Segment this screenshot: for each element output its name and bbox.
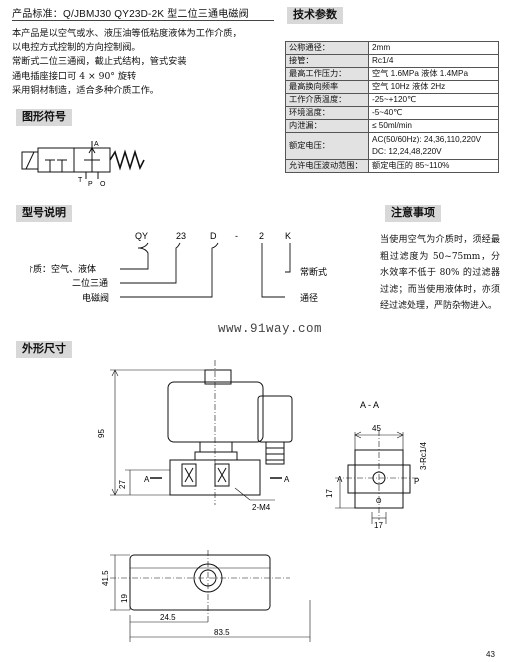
dim-19: 19 [120, 594, 129, 603]
dim-95: 95 [97, 429, 106, 438]
spec-key: 额定电压： [285, 132, 369, 160]
page-number: 43 [486, 650, 495, 659]
intro-line: 常断式二位三通阀，截止式结构，管式安装 [12, 56, 187, 68]
valve-symbol-diagram: A T P O [21, 141, 145, 188]
table-row: 工作介质温度：-25~+120℃ [285, 93, 499, 107]
dimension-drawing: 95 27 A A 2-M4 A - A 45 3-Rc1/4 17 17 A … [97, 360, 428, 642]
code-2: 2 [259, 231, 264, 241]
table-row: 公称通径：2mm [285, 41, 499, 55]
spec-value: AC(50/60Hz): 24,36,110,220V DC: 12,24,48,… [368, 132, 499, 160]
product-standard: 产品标准：Q/JBMJ30 QY23D-2K 型二位三通电磁阀 [12, 9, 249, 20]
notes-heading: 注意事项 [385, 205, 441, 222]
section-a-right: A [284, 475, 290, 484]
dims-heading: 外形尺寸 [16, 341, 72, 358]
table-row: 最高工作压力：空气 1.6MPa 液体 1.4MPa [285, 67, 499, 81]
dim-2-m4: 2-M4 [252, 503, 271, 512]
spec-value-dc: DC: 12,24,48,220V [372, 147, 442, 156]
intro-line: 采用铜材制造，适合多种介质工作。 [12, 84, 159, 96]
code-dash: - [235, 231, 238, 241]
code-k: K [285, 231, 291, 241]
code-qy: QY [135, 231, 148, 241]
dim-45: 45 [372, 424, 381, 433]
port-p: P [414, 477, 419, 486]
spec-value: 2mm [368, 41, 499, 55]
spec-key: 允许电压波动范围： [285, 159, 369, 173]
table-row: 最高换向频率空气 10Hz 液体 2Hz [285, 80, 499, 94]
label-bore: 通径 [300, 292, 318, 304]
intro-line: 本产品是以空气或水、液压油等低粘度液体为工作介质， [12, 28, 242, 39]
spec-value: ≤ 50ml/min [368, 119, 499, 133]
port-p-label: P [88, 181, 93, 188]
intro-line: 通电插座接口可 4 × 90° 旋转 [12, 70, 137, 82]
spec-key: 最高换向频率 [285, 80, 369, 94]
dim-24-5: 24.5 [160, 613, 176, 622]
notes-text: 当使用空气为介质时，须经最粗过滤度为 50~75mm，分水效率不低于 80% 的… [380, 235, 500, 311]
spec-value: 额定电压的 85~110% [368, 159, 499, 173]
model-code-diagram: QY 23 D - 2 K 适用介质：空气、液体 二位三通 电磁阀 常断式 通径 [30, 231, 327, 304]
label-solenoid: 电磁阀 [82, 292, 109, 304]
label-position: 二位三通 [72, 277, 108, 289]
dim-17-horizontal: 17 [374, 521, 383, 530]
port-o-label: O [100, 181, 106, 188]
port-t-label: T [78, 177, 83, 184]
spec-value: Rc1/4 [368, 54, 499, 68]
table-row: 环境温度：-5~40℃ [285, 106, 499, 120]
spec-key: 环境温度： [285, 106, 369, 120]
dim-83-5: 83.5 [214, 628, 230, 637]
model-heading: 型号说明 [16, 205, 72, 222]
dim-3-rc14: 3-Rc1/4 [419, 441, 428, 470]
symbol-heading: 图形符号 [16, 109, 72, 126]
label-normally-closed: 常断式 [300, 266, 327, 278]
table-row: 额定电压：AC(50/60Hz): 24,36,110,220V DC: 12,2… [285, 132, 499, 160]
spec-value: 空气 10Hz 液体 2Hz [368, 80, 499, 94]
port-o: O [376, 498, 382, 505]
spec-key: 工作介质温度： [285, 93, 369, 107]
dim-41-5: 41.5 [101, 570, 110, 586]
port-a: A [337, 475, 343, 484]
code-23: 23 [176, 231, 186, 241]
intro-line: 以电控方式控制的方向控制阀。 [12, 42, 141, 54]
table-row: 允许电压波动范围：额定电压的 85~110% [285, 159, 499, 173]
label-media: 适用介质：空气、液体 [30, 263, 96, 275]
section-a-left: A [144, 475, 150, 484]
spec-value: -5~40℃ [368, 106, 499, 120]
table-row: 接管：Rc1/4 [285, 54, 499, 68]
watermark: www.91way.com [218, 322, 323, 336]
intro-text: 本产品是以空气或水、液压油等低粘度液体为工作介质， 以电控方式控制的方向控制阀。… [12, 27, 282, 98]
dim-27: 27 [118, 480, 127, 489]
tech-params-heading: 技术参数 [287, 7, 343, 24]
port-a-label: A [94, 141, 99, 148]
header-rule [12, 20, 274, 21]
code-d: D [210, 231, 217, 241]
spec-value-ac: AC(50/60Hz): 24,36,110,220V [372, 135, 482, 144]
spec-value: -25~+120℃ [368, 93, 499, 107]
spec-table: 公称通径：2mm 接管：Rc1/4 最高工作压力：空气 1.6MPa 液体 1.… [285, 41, 499, 173]
dim-17-vertical: 17 [325, 489, 334, 498]
table-row: 内泄漏：≤ 50ml/min [285, 119, 499, 133]
spec-key: 内泄漏： [285, 119, 369, 133]
spec-key: 接管： [285, 54, 369, 68]
spec-key: 最高工作压力： [285, 67, 369, 81]
spec-key: 公称通径： [285, 41, 369, 55]
spec-value: 空气 1.6MPa 液体 1.4MPa [368, 67, 499, 81]
section-title: A - A [360, 400, 379, 410]
